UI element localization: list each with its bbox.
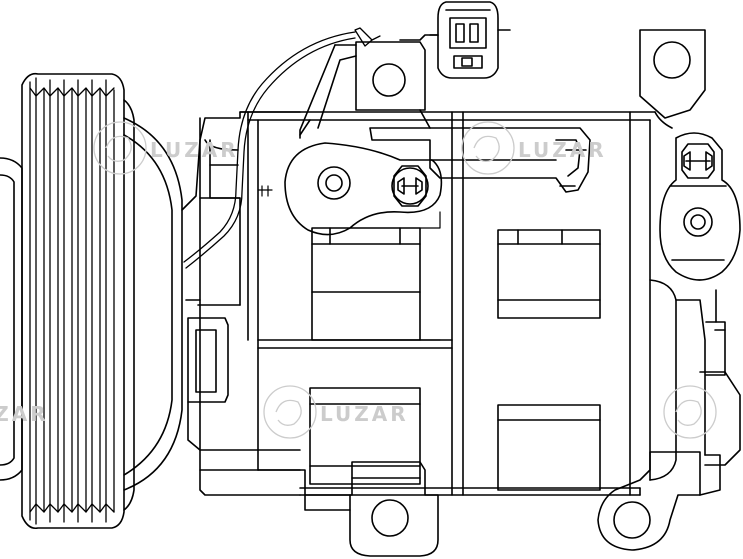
clutch-plate [0,157,23,481]
pulley-rim [123,99,135,511]
body-window-right-lower [497,404,601,491]
watermark-text-4: LUZAR [0,402,49,426]
pulley-body [21,72,125,530]
rear-end-details [699,289,741,496]
watermark-text-2: LUZAR [518,138,607,162]
sensor-wire [183,27,381,269]
watermark-text-3: LUZAR [320,402,409,426]
watermark-emblem-top-right [461,121,515,175]
upper-mount-bracket [299,41,431,139]
body-window-left-lower [309,387,421,485]
watermark-text-1: LUZAR [150,138,239,162]
electrical-connector [399,1,511,79]
compressor-body [239,111,706,496]
rear-mount-bracket-upper [639,29,706,129]
body-window-left-upper [311,227,421,341]
body-small-details [257,185,441,341]
rear-bolt-stack [659,132,741,281]
watermark-group [93,121,717,439]
watermark-emblem-top-left [93,121,147,175]
center-clamp-plate [284,142,443,236]
watermark-emblem-mid-left [263,385,317,439]
front-housing [181,111,301,496]
watermark-texts: LUZAR LUZAR LUZAR LUZAR [0,138,607,426]
body-window-right-upper [497,229,601,319]
pulley-grooves [29,77,115,525]
bottom-mount-bracket-right [597,451,701,551]
clutch-plate-inner [0,174,15,466]
pulley [0,72,183,530]
bolt-head-center [393,165,427,207]
pulley-hub-front [123,117,183,491]
pulley-hub-inner [123,134,173,476]
bottom-mount-bracket-center [299,461,439,557]
watermark-emblem-mid-right [663,385,717,439]
